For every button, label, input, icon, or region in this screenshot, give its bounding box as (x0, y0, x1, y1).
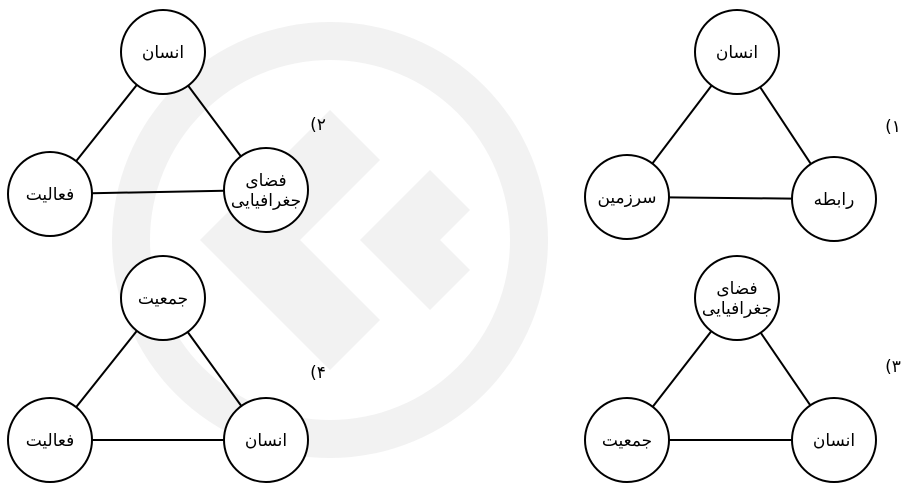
node-label: انسان (245, 431, 287, 451)
edge-top-right (187, 85, 242, 157)
node-label: رابطه (814, 190, 855, 210)
node-label: فعالیت (26, 431, 75, 451)
edge-top-left (75, 330, 138, 408)
node-circle (223, 397, 309, 483)
edge-top-right (759, 86, 812, 165)
edge-left-right (91, 189, 225, 195)
edge-top-left (651, 330, 713, 408)
node-left: سرزمین (584, 154, 670, 240)
option-number-label: (۱ (885, 117, 901, 137)
edge-left-right (668, 196, 793, 200)
node-top: جمعیت (120, 255, 206, 341)
node-label: جغرافیایی (702, 299, 772, 319)
node-label: انسان (142, 43, 184, 63)
node-circle (584, 397, 670, 483)
triangle-diagram-3: جمعیت فعالیت انسان (۴ (7, 255, 326, 483)
node-circle (791, 397, 877, 483)
node-circle (694, 9, 780, 95)
node-top: انسان (120, 9, 206, 95)
node-circle (223, 147, 309, 233)
node-circle (120, 255, 206, 341)
node-label: انسان (813, 431, 855, 451)
node-label: فضای (245, 171, 286, 191)
node-circle (7, 397, 93, 483)
option-number-label: (۲ (310, 115, 326, 135)
node-label: فضای (716, 279, 757, 299)
edge-top-right (186, 331, 243, 407)
node-right: رابطه (791, 156, 877, 242)
node-right: انسان (223, 397, 309, 483)
node-label: انسان (716, 43, 758, 63)
node-circle (791, 156, 877, 242)
node-circle (694, 255, 780, 341)
node-label: جمعیت (602, 431, 652, 451)
edge-top-left (651, 84, 713, 165)
node-left: فعالیت (7, 151, 93, 237)
node-label: جمعیت (138, 289, 188, 309)
node-top: انسان (694, 9, 780, 95)
option-number-label: (۳ (885, 357, 901, 377)
edge-top-right (759, 332, 812, 406)
node-left: جمعیت (584, 397, 670, 483)
edge-top-left (75, 84, 138, 162)
node-circle (7, 151, 93, 237)
node-left: فعالیت (7, 397, 93, 483)
triangle-diagram-2: انسان سرزمین رابطه (۱ (584, 9, 901, 242)
option-number-label: (۴ (310, 363, 326, 383)
node-label: فعالیت (26, 185, 75, 205)
node-right: انسان (791, 397, 877, 483)
node-label: سرزمین (597, 188, 656, 208)
node-circle (120, 9, 206, 95)
node-label: جغرافیایی (231, 191, 301, 211)
node-circle (584, 154, 670, 240)
